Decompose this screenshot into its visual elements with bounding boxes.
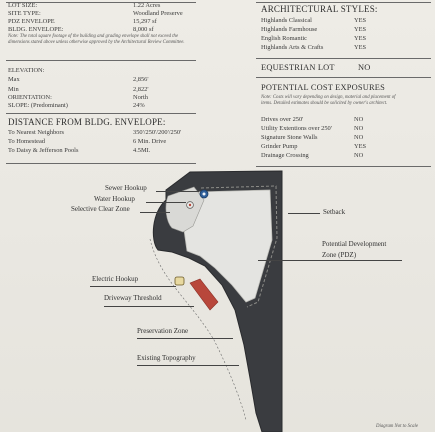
elevation-row-label: ORIENTATION: [8,94,52,101]
section-rule [256,2,431,3]
section-rule [6,163,196,164]
distance-row-value: 350'/250'/200'/250' [133,129,182,136]
electric-hookup-marker [174,276,185,286]
lot-row-label: LOT SIZE: [8,2,38,9]
elevation-heading: ELEVATION: [8,67,45,74]
section-rule [256,166,431,167]
elevation-row-label: SLOPE: (Predominant) [8,102,68,109]
cost-row-value: NO [354,152,364,159]
sewer-leader [156,191,199,192]
lot-row-value: 15,297 sf [133,18,157,25]
section-rule [6,60,196,61]
preservation-zone-label: Preservation Zone [137,327,189,335]
water-hookup-label: Water Hookup [94,195,135,203]
lot-row-label: BLDG. ENVELOPE: [8,26,64,33]
elevation-row-value: North [133,94,148,101]
pdz-label-line1: Potential Development [322,240,387,248]
arch-row-value: YES [354,44,367,51]
lot-row-value: 8,000 sf [133,26,154,33]
electric-hookup-label: Electric Hookup [92,275,139,283]
cost-row-label: Drainage Crossing [261,152,309,159]
selective-clear-zone-label: Selective Clear Zone [71,205,130,213]
arch-row-value: YES [354,35,367,42]
cost-row-label: Grinder Pump [261,143,298,150]
arch-row-label: English Romantic [261,35,307,42]
lot-row-value: 1.22 Acres [133,2,161,9]
topography-leader [137,365,239,366]
arch-row-label: Highlands Arts & Crafts [261,44,324,51]
existing-topography-label: Existing Topography [137,354,196,362]
distance-heading: DISTANCE FROM BLDG. ENVELOPE: [8,117,166,127]
driveway-threshold [189,278,219,311]
setback-line [200,185,278,308]
section-rule [256,58,431,59]
elevation-row-value: 2,856' [133,76,149,83]
elevation-table: Max 2,856' Min 2,822' ORIENTATION: North… [8,76,198,112]
cost-row-value: NO [354,134,364,141]
equestrian-label: EQUESTRIAN LOT [261,63,335,72]
costs-heading: POTENTIAL COST EXPOSURES [261,83,385,92]
cost-row-value: NO [354,125,364,132]
section-rule [256,77,431,78]
lot-row-value: Woodland Preserve [133,10,183,17]
cost-row-value: YES [354,143,367,150]
lot-row-label: SITE TYPE: [8,10,41,17]
cost-row-label: Drives over 250' [261,116,304,123]
elevation-row-label: Min [8,86,19,93]
water-leader [146,202,186,203]
distance-table: To Nearest Neighbors 350'/250'/200'/250'… [8,129,208,157]
arch-heading: ARCHITECTURAL STYLES: [261,4,378,14]
arch-row-value: YES [354,17,367,24]
distance-row-value: 6 Min. Drive [133,138,167,145]
elevation-row-label: Max [8,76,20,83]
driveway-threshold-label: Driveway Threshold [104,294,162,302]
lot-row-label: PDZ ENVELOPE [8,18,55,25]
distance-row-value: 4.5MI. [133,147,151,154]
topography-line [149,238,247,421]
distance-row-label: To Homestead [8,138,45,145]
distance-row-label: To Nearest Neighbors [8,129,64,136]
distance-row-label: To Daisy & Jefferson Pools [8,147,79,154]
section-rule [6,113,196,114]
arch-row-label: Highlands Farmhouse [261,26,318,33]
preservation-leader [137,338,233,339]
costs-note: Note: Costs will vary depending on desig… [261,95,396,106]
pdz-leader [258,260,402,261]
clear-leader [140,212,170,213]
arch-row-value: YES [354,26,367,33]
driveway-leader [104,306,194,307]
cost-row-label: Signature Stone Walls [261,134,318,141]
electric-leader [90,286,176,287]
arch-table: Highlands Classical YES Highlands Farmho… [261,17,431,53]
arch-row-label: Highlands Classical [261,17,312,24]
elevation-row-value: 2,822' [133,86,149,93]
setback-label: Setback [323,208,346,216]
elevation-row-value: 24% [133,102,145,109]
pdz-label-line2: Zone (PDZ) [322,251,357,259]
lot-note: Note: The total square footage of the bu… [8,34,185,45]
cost-row-label: Utility Extentions over 250' [261,125,332,132]
lot-summary: LOT SIZE: 1.22 Acres SITE TYPE: Woodland… [8,2,198,42]
setback-leader [288,213,320,214]
cost-row-value: NO [354,116,364,123]
diagram-footer: Diagram Not to Scale [376,424,418,429]
top-rule-left [6,2,196,3]
costs-table: Drives over 250' NO Utility Extentions o… [261,116,431,164]
equestrian-value: NO [358,63,371,72]
sewer-hookup-label: Sewer Hookup [105,184,147,192]
pdz-area [183,189,273,303]
